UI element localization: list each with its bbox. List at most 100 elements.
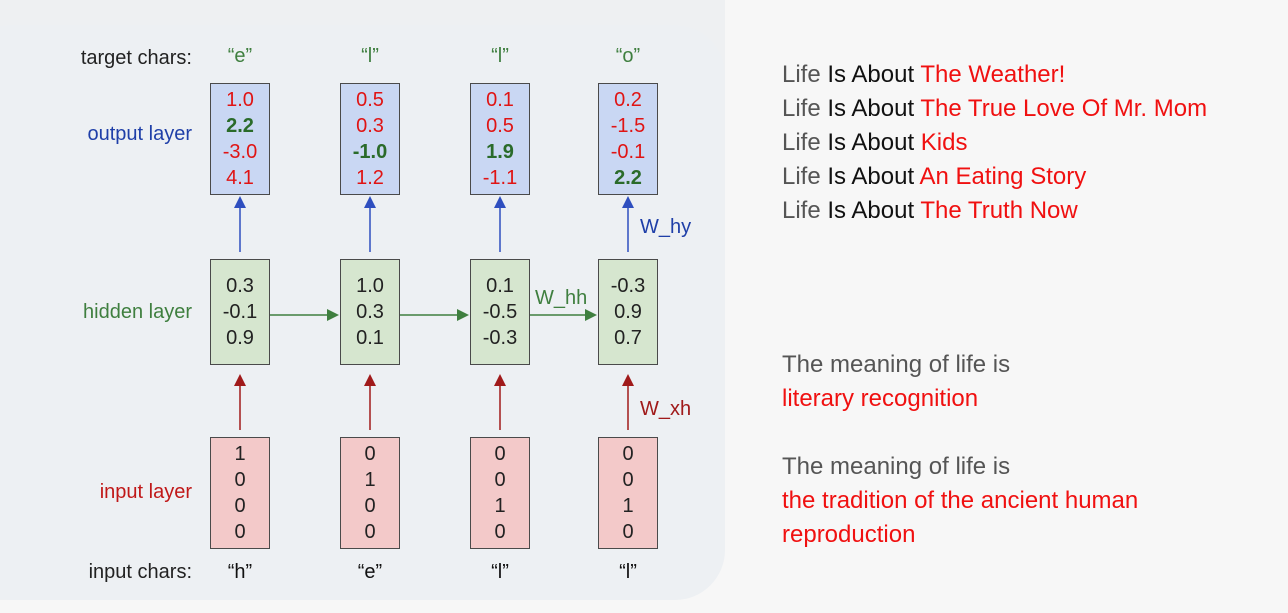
- input-value: 0: [364, 495, 376, 517]
- prompt-word: About: [851, 163, 915, 190]
- prompt-word: Is: [827, 163, 847, 190]
- hidden-value: 0.3: [226, 275, 254, 297]
- prompt-word: Life: [782, 197, 821, 224]
- target-char: “l”: [361, 45, 379, 67]
- hidden-box: 0.3 -0.1 0.9: [210, 259, 270, 365]
- prompt-word: Life: [782, 95, 821, 122]
- input-box: 0 1 0 0: [340, 437, 400, 549]
- output-value: -0.1: [610, 141, 646, 163]
- hidden-value: -0.5: [482, 301, 518, 323]
- input-value: 0: [364, 443, 376, 465]
- target-chars-label: target chars:: [80, 47, 192, 69]
- output-value: -3.0: [222, 141, 258, 163]
- output-value: 2.2: [614, 167, 642, 189]
- output-value: 1.2: [356, 167, 384, 189]
- life-is-about-list: Life Is About The Weather!Life Is About …: [782, 58, 1207, 228]
- input-char: “e”: [357, 561, 383, 583]
- hidden-value: -0.1: [222, 301, 258, 323]
- prompt-word: About: [851, 129, 915, 156]
- input-box: 1 0 0 0: [210, 437, 270, 549]
- input-value: 0: [234, 495, 246, 517]
- hidden-value: -0.3: [610, 275, 646, 297]
- completion-text: the tradition of the ancient human: [782, 487, 1139, 514]
- w-hy-label: W_hy: [640, 216, 692, 238]
- input-value: 0: [234, 469, 246, 491]
- target-char: “o”: [615, 45, 641, 67]
- hidden-box: -0.3 0.9 0.7: [598, 259, 658, 365]
- output-value: 0.5: [486, 115, 514, 137]
- life-is-about-line: Life Is About The Truth Now: [782, 194, 1207, 228]
- meaning-of-life-1: The meaning of life is literary recogniti…: [782, 348, 1010, 416]
- completion-text: The True Love Of Mr. Mom: [920, 95, 1208, 122]
- w-xh-label: W_xh: [640, 398, 692, 420]
- completion-text: The Weather!: [920, 61, 1066, 88]
- prompt-word: About: [851, 197, 915, 224]
- input-box: 0 0 1 0: [470, 437, 530, 549]
- prompt-word: Life: [782, 163, 821, 190]
- hidden-layer-label: hidden layer: [83, 301, 192, 323]
- completion-text: literary recognition: [782, 385, 979, 412]
- hidden-value: 0.9: [614, 301, 642, 323]
- prompt-word: Is: [827, 61, 847, 88]
- output-box: 0.2 -1.5 -0.1 2.2: [598, 83, 658, 195]
- input-value: 1: [364, 469, 376, 491]
- input-value: 0: [622, 469, 634, 491]
- output-value: 0.1: [486, 89, 514, 111]
- output-box: 0.1 0.5 1.9 -1.1: [470, 83, 530, 195]
- meaning-of-life-2: The meaning of life is the tradition of t…: [782, 450, 1138, 552]
- life-is-about-line: Life Is About The True Love Of Mr. Mom: [782, 92, 1207, 126]
- input-value: 0: [234, 521, 246, 543]
- output-value: -1.0: [352, 141, 388, 163]
- output-value: 0.5: [356, 89, 384, 111]
- prompt-word: Is: [827, 95, 847, 122]
- prompt-text: The meaning of life is: [782, 351, 1011, 378]
- completion-text: An Eating Story: [919, 163, 1087, 190]
- prompt-word: Is: [827, 197, 847, 224]
- input-value: 1: [234, 443, 246, 465]
- prompt-word: Life: [782, 129, 821, 156]
- input-char: “l”: [619, 561, 637, 583]
- output-value: 2.2: [226, 115, 254, 137]
- prompt-word: About: [851, 95, 915, 122]
- input-value: 0: [364, 521, 376, 543]
- output-value: -1.1: [482, 167, 518, 189]
- hidden-value: 0.9: [226, 327, 254, 349]
- completion-text: The Truth Now: [920, 197, 1078, 224]
- output-value: 4.1: [226, 167, 254, 189]
- output-value: 1.0: [226, 89, 254, 111]
- input-value: 1: [622, 495, 634, 517]
- hidden-value: 0.7: [614, 327, 642, 349]
- hidden-value: 1.0: [356, 275, 384, 297]
- input-char: “h”: [227, 561, 253, 583]
- hidden-value: -0.3: [482, 327, 518, 349]
- input-char: “l”: [491, 561, 509, 583]
- input-layer-label: input layer: [99, 481, 192, 503]
- w-hh-label: W_hh: [535, 287, 588, 309]
- life-is-about-line: Life Is About Kids: [782, 126, 1207, 160]
- prompt-word: Life: [782, 61, 821, 88]
- input-chars-label: input chars:: [88, 561, 192, 583]
- life-is-about-line: Life Is About The Weather!: [782, 58, 1207, 92]
- target-char: “l”: [491, 45, 509, 67]
- output-value: 0.2: [614, 89, 642, 111]
- hidden-value: 0.1: [486, 275, 514, 297]
- output-value: 1.9: [486, 141, 514, 163]
- input-value: 0: [622, 443, 634, 465]
- life-is-about-line: Life Is About An Eating Story: [782, 160, 1207, 194]
- output-value: 0.3: [356, 115, 384, 137]
- input-value: 0: [494, 443, 506, 465]
- completion-text: reproduction: [782, 521, 916, 548]
- prompt-word: About: [851, 61, 915, 88]
- hidden-box: 0.1 -0.5 -0.3: [470, 259, 530, 365]
- hidden-value: 0.1: [356, 327, 384, 349]
- input-value: 0: [494, 469, 506, 491]
- output-box: 0.5 0.3 -1.0 1.2: [340, 83, 400, 195]
- input-value: 1: [494, 495, 506, 517]
- input-value: 0: [494, 521, 506, 543]
- prompt-word: Is: [827, 129, 847, 156]
- prompt-text: The meaning of life is: [782, 453, 1011, 480]
- output-value: -1.5: [610, 115, 646, 137]
